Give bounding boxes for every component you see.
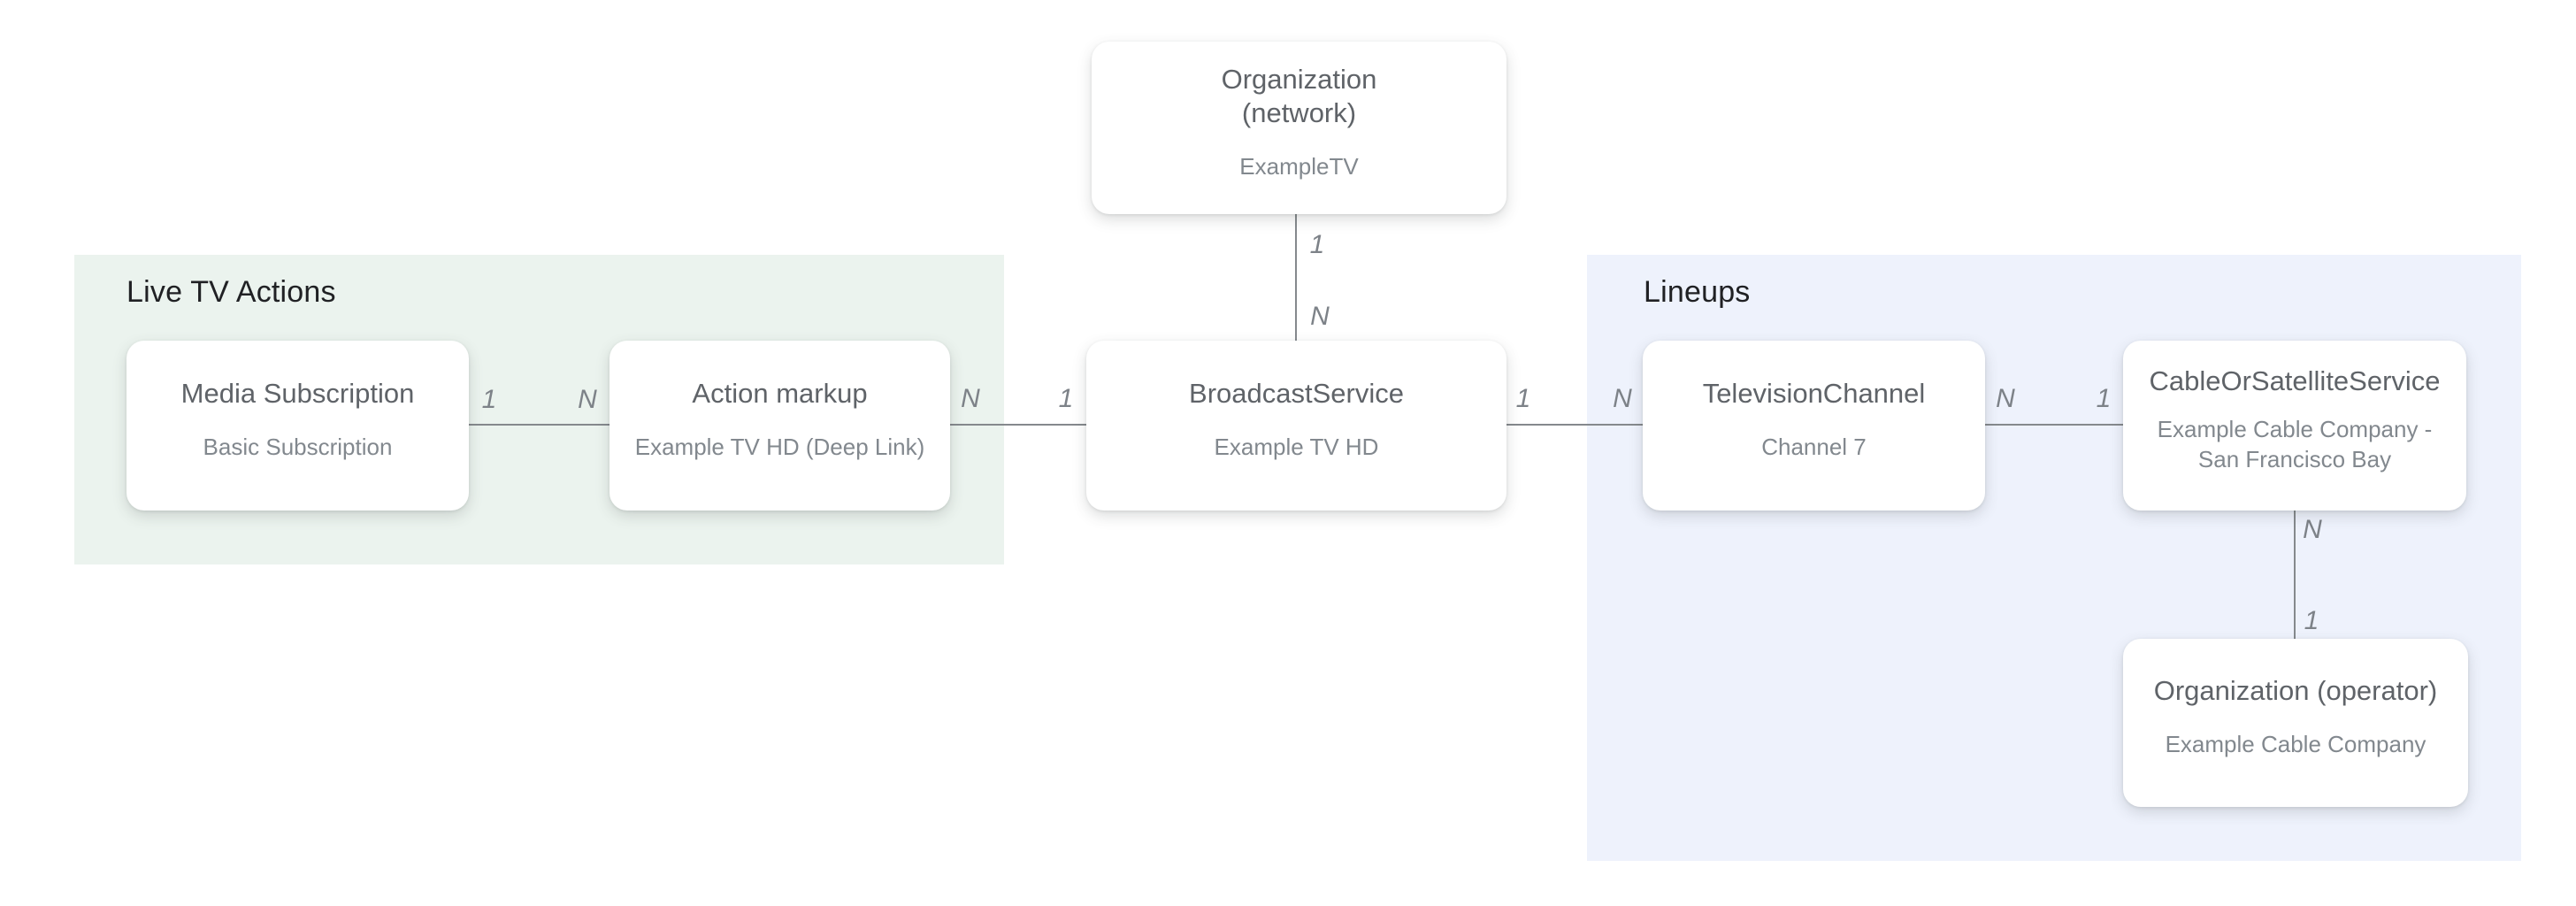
node-subtitle: Example TV HD bbox=[1214, 434, 1379, 460]
node-title: BroadcastService bbox=[1189, 378, 1404, 409]
cardinality-label-broadcast-right-1: 1 bbox=[1515, 384, 1531, 413]
edge-line-network-broadcast bbox=[1295, 214, 1297, 341]
cardinality-label-tvchannel-right-n: N bbox=[1996, 384, 2015, 413]
node-title: Organization (network) bbox=[1221, 63, 1377, 128]
node-subtitle: ExampleTV bbox=[1239, 152, 1359, 180]
cardinality-label-broadcast-n: N bbox=[1310, 302, 1330, 331]
node-subtitle: Example Cable Company - San Francisco Ba… bbox=[2157, 416, 2433, 472]
node-title: Organization (operator) bbox=[2153, 675, 2438, 706]
cardinality-label-operator-1: 1 bbox=[2304, 606, 2319, 635]
node-action-markup: Action markup Example TV HD (Deep Link) bbox=[610, 341, 950, 511]
edge-line-mediasub-actionmarkup bbox=[469, 424, 610, 426]
node-television-channel: TelevisionChannel Channel 7 bbox=[1643, 341, 1985, 511]
node-subtitle: Example Cable Company bbox=[2165, 731, 2426, 757]
cardinality-label-cable-bottom-n: N bbox=[2303, 515, 2322, 544]
node-title: CableOrSatelliteService bbox=[2149, 365, 2441, 396]
node-broadcast-service: BroadcastService Example TV HD bbox=[1086, 341, 1506, 511]
cardinality-label-cable-left-1: 1 bbox=[2096, 384, 2112, 413]
node-media-subscription: Media Subscription Basic Subscription bbox=[126, 341, 469, 511]
node-title: TelevisionChannel bbox=[1702, 378, 1926, 409]
node-organization-operator: Organization (operator) Example Cable Co… bbox=[2123, 639, 2468, 807]
node-subtitle: Example TV HD (Deep Link) bbox=[634, 434, 925, 460]
node-title: Media Subscription bbox=[180, 378, 415, 409]
cardinality-label-broadcast-left-1: 1 bbox=[1058, 384, 1074, 413]
cardinality-label-network-1: 1 bbox=[1309, 230, 1325, 259]
region-title-live-tv-actions: Live TV Actions bbox=[126, 275, 336, 309]
edge-line-broadcast-tvchannel bbox=[1506, 424, 1643, 426]
node-subtitle: Channel 7 bbox=[1761, 434, 1867, 460]
edge-line-cable-operator bbox=[2294, 511, 2296, 639]
node-subtitle: Basic Subscription bbox=[203, 434, 393, 460]
cardinality-label-actionmarkup-right-n: N bbox=[961, 384, 980, 413]
cardinality-label-actionmarkup-left-n: N bbox=[578, 385, 597, 414]
node-organization-network: Organization (network) ExampleTV bbox=[1092, 42, 1506, 214]
node-title: Action markup bbox=[692, 378, 868, 409]
cardinality-label-tvchannel-left-n: N bbox=[1613, 384, 1632, 413]
region-title-lineups: Lineups bbox=[1644, 275, 1751, 309]
edge-line-actionmarkup-broadcast bbox=[950, 424, 1086, 426]
edge-line-tvchannel-cable bbox=[1985, 424, 2123, 426]
cardinality-label-mediasub-1: 1 bbox=[481, 385, 497, 414]
node-cable-or-satellite-service: CableOrSatelliteService Example Cable Co… bbox=[2123, 341, 2466, 511]
